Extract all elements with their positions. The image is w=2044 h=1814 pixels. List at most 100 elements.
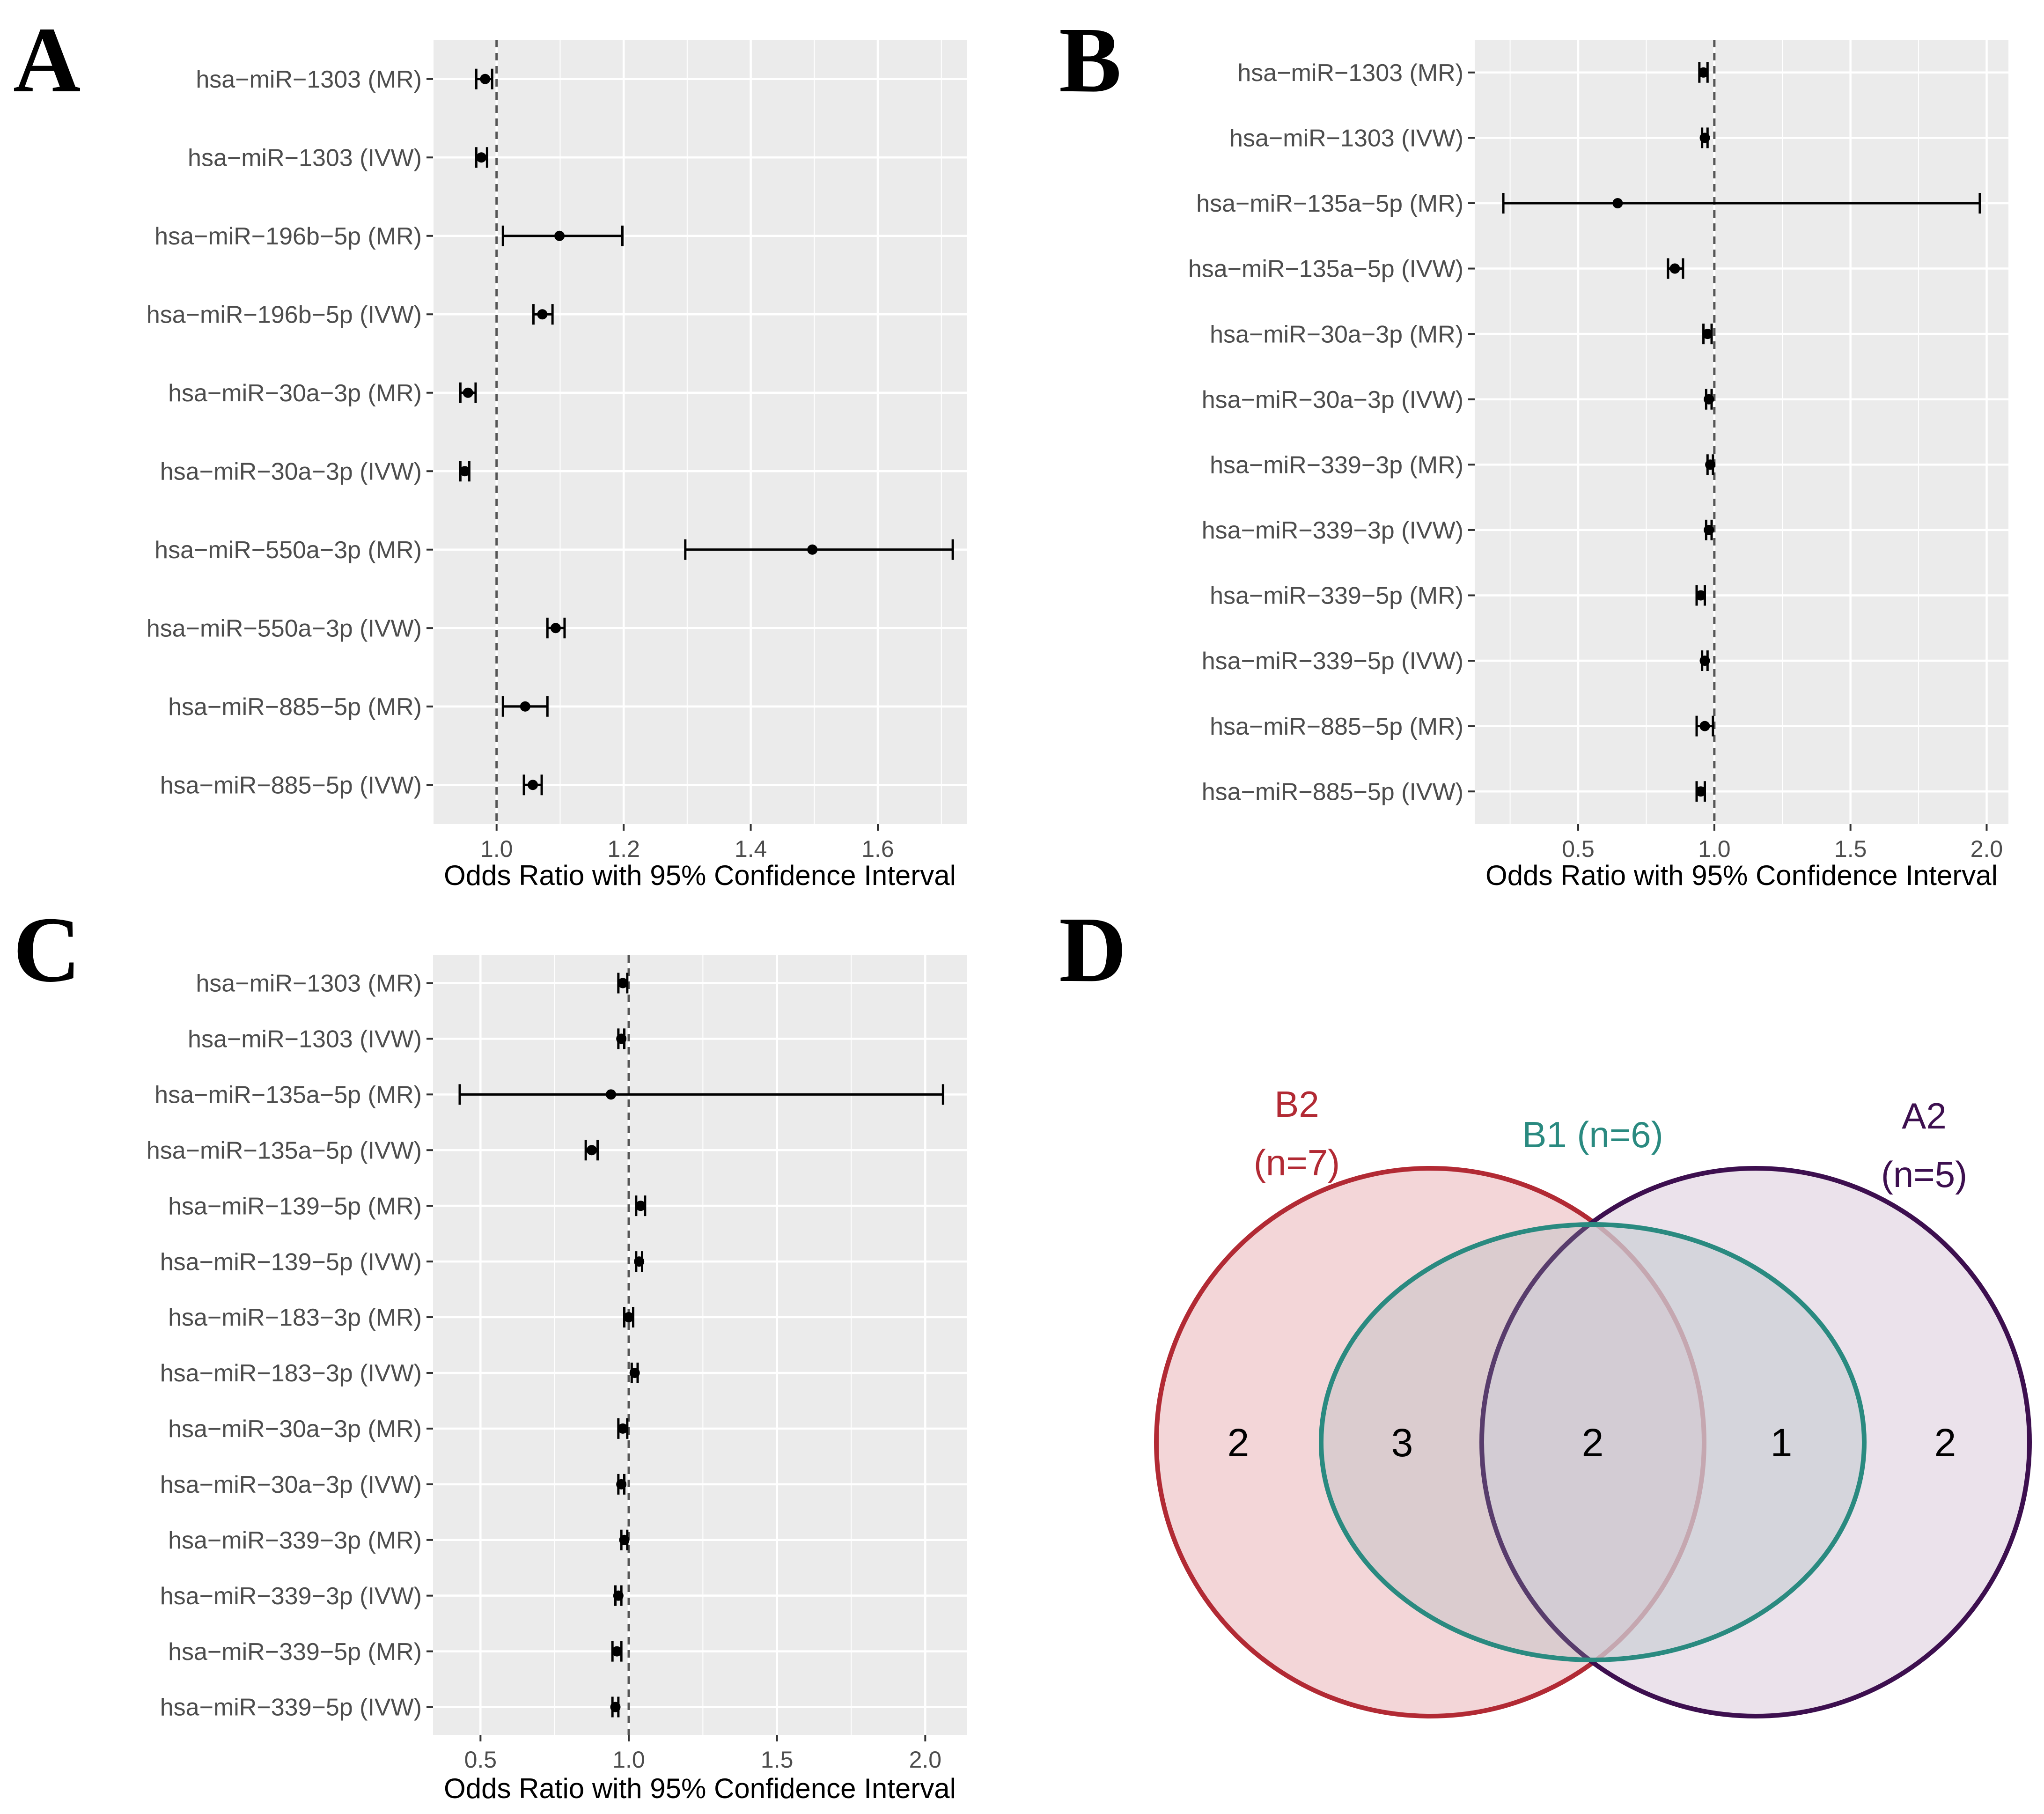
category-label: hsa−miR−135a−5p (IVW) [1188, 256, 1463, 283]
x-tick-label: 1.0 [1698, 836, 1731, 862]
category-label: hsa−miR−183−3p (IVW) [160, 1360, 422, 1387]
category-label: hsa−miR−1303 (MR) [196, 66, 422, 93]
venn-label-a2: A2 [1902, 1095, 1946, 1136]
panel-letter-d: D [1059, 898, 1126, 1002]
category-label: hsa−miR−550a−3p (IVW) [147, 615, 422, 642]
category-label: hsa−miR−339−3p (MR) [168, 1527, 422, 1554]
odds-ratio-point [1705, 459, 1716, 470]
odds-ratio-point [480, 74, 491, 84]
category-label: hsa−miR−139−5p (MR) [168, 1193, 422, 1220]
category-label: hsa−miR−1303 (MR) [1237, 59, 1463, 87]
category-label: hsa−miR−1303 (MR) [196, 970, 422, 997]
odds-ratio-point [459, 466, 470, 477]
x-tick-label: 1.6 [861, 836, 894, 862]
odds-ratio-point [1704, 394, 1714, 405]
venn-label-b1: B1 (n=6) [1522, 1114, 1663, 1155]
odds-ratio-point [616, 1033, 627, 1044]
panel-letter-c: C [13, 898, 81, 1002]
venn-region-b2-b1: 3 [1391, 1421, 1413, 1465]
category-label: hsa−miR−339−5p (IVW) [1202, 648, 1463, 675]
x-tick-label: 0.5 [1562, 836, 1595, 862]
odds-ratio-point [1698, 67, 1709, 78]
x-axis-title: Odds Ratio with 95% Confidence Interval [444, 1773, 956, 1804]
odds-ratio-point [634, 1256, 645, 1267]
forest-plot-a: hsa−miR−1303 (MR)hsa−miR−1303 (IVW)hsa−m… [147, 40, 967, 891]
odds-ratio-point [624, 1312, 634, 1323]
category-label: hsa−miR−183−3p (MR) [168, 1304, 422, 1331]
odds-ratio-point [520, 701, 530, 712]
category-label: hsa−miR−339−5p (MR) [168, 1638, 422, 1666]
plot-background [1475, 40, 2008, 824]
category-label: hsa−miR−550a−3p (MR) [154, 537, 422, 564]
forest-plot-c: hsa−miR−1303 (MR) hsa−miR−1303 (IVW) hsa−m… [147, 955, 967, 1804]
category-label: hsa−miR−196b−5p (MR) [154, 223, 422, 250]
x-tick-label: 2.0 [1970, 836, 2003, 862]
odds-ratio-point [1699, 133, 1710, 143]
plot-background [433, 955, 967, 1735]
venn-region-b1-a2: 1 [1771, 1421, 1793, 1465]
category-label: hsa−miR−30a−3p (MR) [168, 380, 422, 407]
venn-diagram: B2 (n=7) B1 (n=6) A2 (n=5) 2 3 2 1 2 [1154, 1084, 2032, 1718]
category-label: hsa−miR−30a−3p (MR) [1210, 321, 1463, 348]
venn-region-all: 2 [1582, 1421, 1604, 1465]
odds-ratio-point [1695, 590, 1706, 601]
category-label: hsa−miR−885−5p (IVW) [1202, 778, 1463, 805]
x-axis-title: Odds Ratio with 95% Confidence Interval [444, 860, 956, 891]
x-tick-label: 1.5 [1834, 836, 1867, 862]
odds-ratio-point [586, 1145, 597, 1156]
odds-ratio-point [618, 1423, 628, 1434]
x-tick-label: 1.4 [735, 836, 767, 862]
forest-plot-b: hsa−miR−1303 (MR) hsa−miR−1303 (IVW) hsa−m… [1188, 40, 2008, 891]
odds-ratio-point [629, 1367, 640, 1378]
odds-ratio-point [613, 1590, 624, 1601]
category-label: hsa−miR−885−5p (IVW) [160, 772, 422, 799]
category-label: hsa−miR−135a−5p (IVW) [147, 1137, 422, 1164]
odds-ratio-point [1699, 656, 1710, 666]
odds-ratio-point [1699, 721, 1710, 731]
category-label: hsa−miR−1303 (IVW) [188, 1026, 422, 1053]
category-label: hsa−miR−885−5p (MR) [1210, 713, 1463, 740]
category-label: hsa−miR−1303 (IVW) [1229, 125, 1463, 152]
odds-ratio-point [550, 623, 561, 634]
odds-ratio-point [1702, 329, 1713, 339]
category-label: hsa−miR−339−5p (IVW) [160, 1694, 422, 1721]
category-label: hsa−miR−30a−3p (IVW) [1202, 386, 1463, 413]
x-tick-label: 1.2 [607, 836, 640, 862]
odds-ratio-point [610, 1702, 621, 1712]
odds-ratio-point [611, 1646, 622, 1657]
odds-ratio-point [616, 1479, 627, 1490]
odds-ratio-point [463, 387, 473, 398]
odds-ratio-point [1704, 524, 1714, 535]
x-tick-label: 1.0 [480, 836, 513, 862]
category-label: hsa−miR−885−5p (MR) [168, 693, 422, 721]
category-label: hsa−miR−196b−5p (IVW) [147, 301, 422, 328]
odds-ratio-point [476, 152, 487, 163]
category-label: hsa−miR−139−5p (IVW) [160, 1248, 422, 1276]
category-label: hsa−miR−135a−5p (MR) [154, 1082, 422, 1109]
x-tick-label: 1.0 [612, 1747, 645, 1773]
odds-ratio-point [606, 1089, 616, 1100]
odds-ratio-point [807, 544, 818, 555]
venn-b1-fill [1323, 1227, 1862, 1658]
x-axis-title: Odds Ratio with 95% Confidence Interval [1485, 860, 1998, 891]
category-label: hsa−miR−339−5p (MR) [1210, 583, 1463, 610]
venn-ellipse-b1 [1319, 1222, 1867, 1662]
odds-ratio-point [635, 1201, 646, 1211]
odds-ratio-point [554, 230, 565, 241]
category-label: hsa−miR−339−3p (IVW) [160, 1583, 422, 1610]
panel-letter-b: B [1059, 8, 1121, 112]
venn-circle-a2 [1479, 1166, 2032, 1718]
venn-region-a2-only: 2 [1934, 1421, 1956, 1465]
odds-ratio-point [1695, 786, 1706, 797]
venn-region-b2-only: 2 [1228, 1421, 1250, 1465]
x-tick-label: 1.5 [761, 1747, 794, 1773]
x-tick-label: 2.0 [909, 1747, 942, 1773]
odds-ratio-point [537, 309, 548, 320]
category-label: hsa−miR−30a−3p (IVW) [160, 458, 422, 485]
category-label: hsa−miR−30a−3p (MR) [168, 1416, 422, 1443]
venn-count-a2: (n=5) [1881, 1154, 1967, 1195]
x-tick-label: 0.5 [464, 1747, 497, 1773]
category-label: hsa−miR−30a−3p (IVW) [160, 1471, 422, 1498]
category-label: hsa−miR−339−3p (MR) [1210, 451, 1463, 479]
